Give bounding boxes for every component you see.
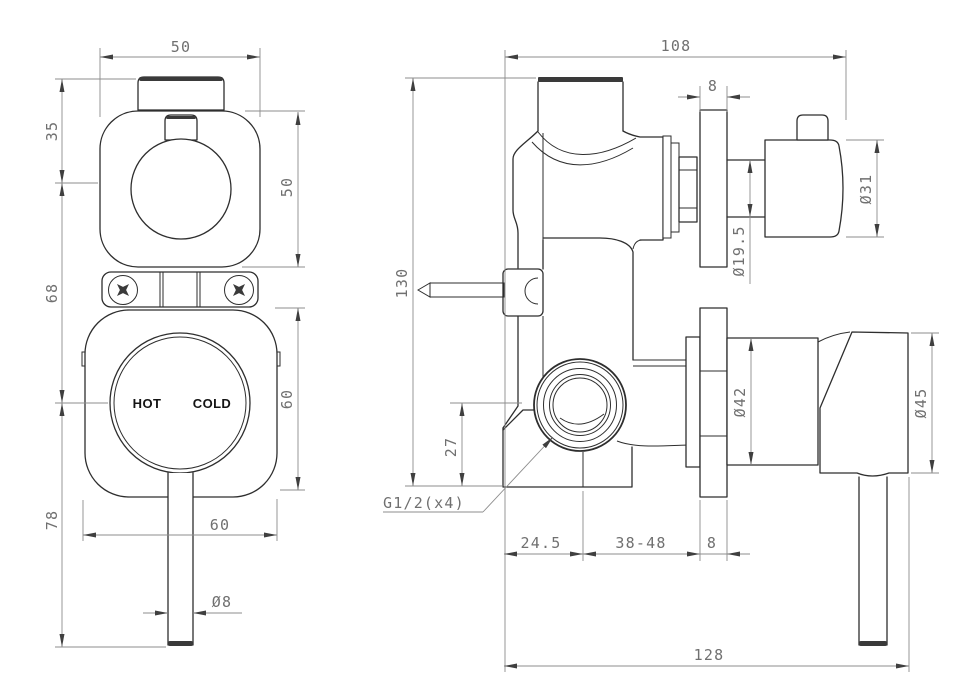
inlet-port-circles [533,358,627,452]
lower-flange [685,336,701,468]
dim-center-spacing: 68 [43,283,61,303]
dim-plate-thickness-bottom: 8 [707,534,717,552]
front-dimensions: 50 35 68 78 50 60 60 Ø8 [43,38,305,648]
dim-overall-length: 128 [694,646,725,664]
dim-total-height: 130 [393,268,411,299]
side-view [417,77,909,646]
dim-plate-thickness-top: 8 [708,77,718,95]
dim-handle-length: 78 [43,510,61,530]
hex-nut [678,156,698,223]
dim-outlet-offset: 24.5 [521,534,562,552]
dial-face-inner-ring [113,336,247,470]
bracket-center-lines [159,272,201,307]
dim-wall-depth-range: 38-48 [615,534,666,552]
cold-label: COLD [193,396,231,411]
dim-cap-height: 35 [43,121,61,141]
lever-handle-fill [168,473,193,645]
cartridge-connector [616,359,688,447]
wall-plate-lower [699,307,728,498]
mounting-tab [502,268,544,317]
trim-cap-top-edge [139,77,223,81]
dim-lever-diameter: Ø8 [212,593,232,611]
mounting-tab-hole [524,277,539,305]
dim-lower-plate-height: 60 [278,389,296,409]
trim-cap [137,76,225,111]
lever-handle-end-edge [168,641,193,646]
side-dimensions: 108 8 130 Ø31 Ø19.5 27 G1/2(x4) 24.5 38-… [383,37,939,672]
phillips-screw-icon [224,275,254,305]
wood-screw-icon [417,282,505,298]
thread-callout-leader: G1/2(x4) [383,436,554,513]
lever-rod [858,476,888,646]
shutoff-knob-button [796,114,829,141]
thread-callout-label: G1/2(x4) [383,494,465,512]
outlet-elbow [502,409,633,488]
dim-knob-diameter: Ø31 [857,174,875,205]
knob-stem-top-edge [166,116,196,119]
dim-lower-plate-width: 60 [210,516,230,534]
cartridge-cylinder [726,337,819,466]
dim-cartridge-diameter: Ø42 [731,387,749,418]
gasket-ring-outer [662,135,672,239]
mounting-bracket [101,271,259,308]
handle-neck-arc [817,331,851,343]
mixer-handle-body [819,331,909,477]
dim-escutcheon-height: 50 [278,177,296,197]
knob-stem-side [726,159,766,218]
inlet-pipe-top-edge [538,77,623,82]
knob-stem [164,114,198,141]
front-view: HOT COLD [81,76,281,646]
wall-plate-upper [699,109,728,268]
dim-total-depth: 108 [661,37,692,55]
dim-front-width: 50 [171,38,191,56]
shutoff-knob [764,139,844,238]
gasket-ring-inner [670,142,680,233]
phillips-screw-icon [108,275,138,305]
dim-outlet-drop: 27 [442,437,460,457]
dim-stem-diameter: Ø19.5 [730,225,748,276]
dim-handle-diameter: Ø45 [912,388,930,419]
hot-label: HOT [133,396,162,411]
body-saddle-curves [531,131,637,166]
diverter-knob-circle [130,138,232,240]
inlet-pipe [537,81,624,132]
